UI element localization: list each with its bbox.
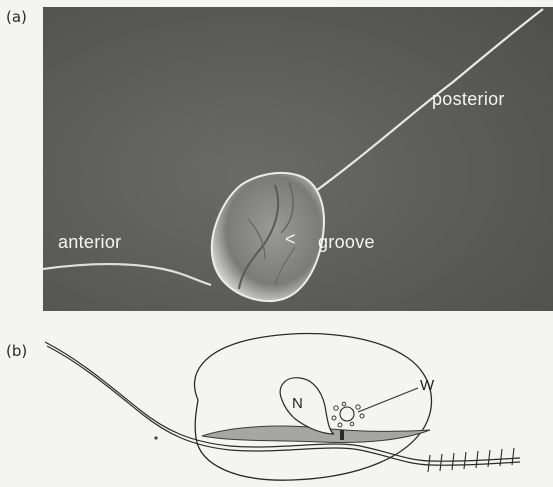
w-label: W — [420, 377, 435, 394]
groove-label: groove — [318, 232, 375, 253]
groove-marker: < — [285, 229, 296, 250]
anterior-label: anterior — [58, 232, 121, 253]
flagellum-inner — [47, 346, 520, 465]
micrograph-panel: posterior anterior < groove — [43, 7, 553, 311]
w-body — [340, 407, 354, 421]
w-vesicles — [332, 402, 364, 427]
speck — [154, 436, 157, 439]
nucleus-label: N — [292, 395, 303, 412]
flagellar-hairs — [428, 448, 514, 472]
posterior-label: posterior — [432, 89, 505, 110]
micrograph-image — [43, 7, 553, 311]
nucleus — [280, 378, 334, 434]
w-leader-line — [358, 388, 418, 412]
schematic-diagram: N W — [0, 320, 553, 487]
panel-a-label: (a) — [6, 8, 27, 26]
pore — [340, 430, 344, 440]
